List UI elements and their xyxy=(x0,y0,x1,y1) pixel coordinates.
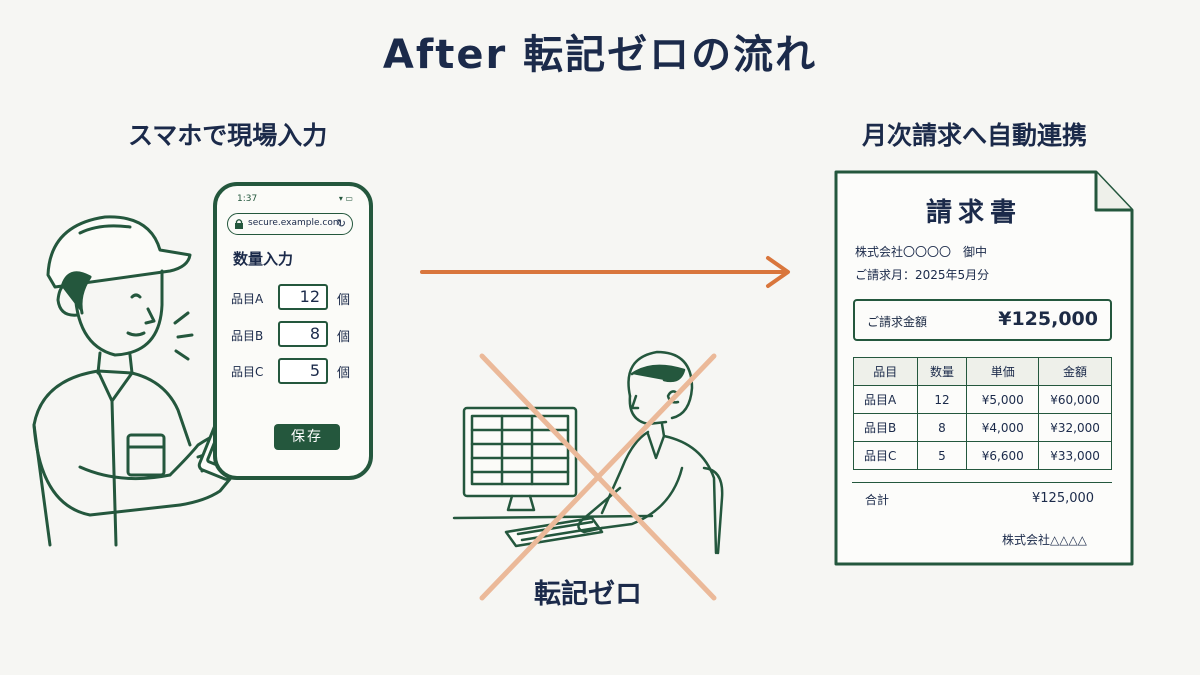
billing-amount-box: ご請求金額 ¥125,000 xyxy=(853,299,1112,341)
item-a-quantity-input[interactable]: 12 xyxy=(278,284,328,310)
item-b-unit: 個 xyxy=(337,330,351,345)
issuer-company: 株式会社△△△△ xyxy=(1002,533,1087,547)
col-header-amount: 金額 xyxy=(1038,357,1112,386)
table-header-row: 品目 数量 単価 金額 xyxy=(853,357,1112,386)
table-cell: 品目B xyxy=(853,413,918,442)
table-row: 品目B 8 ¥4,000 ¥32,000 xyxy=(853,413,1112,442)
sum-value: ¥125,000 xyxy=(1032,491,1095,506)
table-cell: 5 xyxy=(916,441,968,470)
reload-icon[interactable]: ↻ xyxy=(336,217,346,230)
item-b-label: 品目B xyxy=(231,329,264,343)
table-cell: ¥60,000 xyxy=(1038,385,1112,414)
table-cell: 12 xyxy=(916,385,968,414)
invoice-title: 請求書 xyxy=(926,198,1023,228)
item-a-unit: 個 xyxy=(337,293,351,308)
table-row: 品目C 5 ¥6,600 ¥33,000 xyxy=(853,441,1112,470)
table-cell: ¥6,600 xyxy=(966,441,1040,470)
url-bar[interactable]: secure.example.com ↻ xyxy=(227,213,353,235)
item-c-unit: 個 xyxy=(337,366,351,381)
table-cell: 品目C xyxy=(853,441,918,470)
cross-mark-icon xyxy=(479,353,717,601)
table-cell: ¥33,000 xyxy=(1038,441,1112,470)
arrow-right-icon xyxy=(420,256,790,288)
quantity-input-heading: 数量入力 xyxy=(233,250,294,268)
status-time: 1:37 xyxy=(237,194,258,204)
item-c-quantity-input[interactable]: 5 xyxy=(278,358,328,384)
invoice-addressee: 株式会社〇〇〇〇 御中 xyxy=(855,245,988,259)
page-title: After 転記ゼロの流れ xyxy=(382,32,818,78)
invoice-table: 品目 数量 単価 金額 品目A 12 ¥5,000 ¥60,000 品目B 8 … xyxy=(853,357,1112,470)
smartphone-icon: 1:37 ▾ ▭ secure.example.com ↻ 数量入力 品目A 1… xyxy=(213,182,373,480)
auto-billing-label: 月次請求へ自動連携 xyxy=(862,121,1088,150)
zero-transcription-label: 転記ゼロ xyxy=(534,579,642,610)
item-c-label: 品目C xyxy=(231,365,264,379)
computer-monitor-icon xyxy=(462,406,578,512)
sum-divider xyxy=(852,482,1112,483)
sum-label: 合計 xyxy=(865,493,890,507)
table-cell: 品目A xyxy=(853,385,918,414)
col-header-quantity: 数量 xyxy=(916,357,968,386)
url-text: secure.example.com xyxy=(248,218,342,228)
field-input-label: スマホで現場入力 xyxy=(128,121,328,150)
signal-battery-icon: ▾ ▭ xyxy=(338,194,353,203)
billing-amount-label: ご請求金額 xyxy=(867,315,928,329)
table-cell: ¥32,000 xyxy=(1038,413,1112,442)
table-cell: ¥4,000 xyxy=(966,413,1040,442)
save-button[interactable]: 保存 xyxy=(274,424,340,450)
invoice-month: ご請求月：2025年5月分 xyxy=(855,268,990,282)
office-worker-icon xyxy=(452,350,724,555)
table-cell: 8 xyxy=(916,413,968,442)
col-header-item: 品目 xyxy=(853,357,918,386)
worker-icon xyxy=(32,215,257,547)
billing-amount-value: ¥125,000 xyxy=(998,308,1098,330)
item-b-quantity-input[interactable]: 8 xyxy=(278,321,328,347)
table-cell: ¥5,000 xyxy=(966,385,1040,414)
lock-icon xyxy=(235,219,243,229)
item-a-label: 品目A xyxy=(231,292,264,306)
table-row: 品目A 12 ¥5,000 ¥60,000 xyxy=(853,385,1112,414)
col-header-unit-price: 単価 xyxy=(966,357,1040,386)
